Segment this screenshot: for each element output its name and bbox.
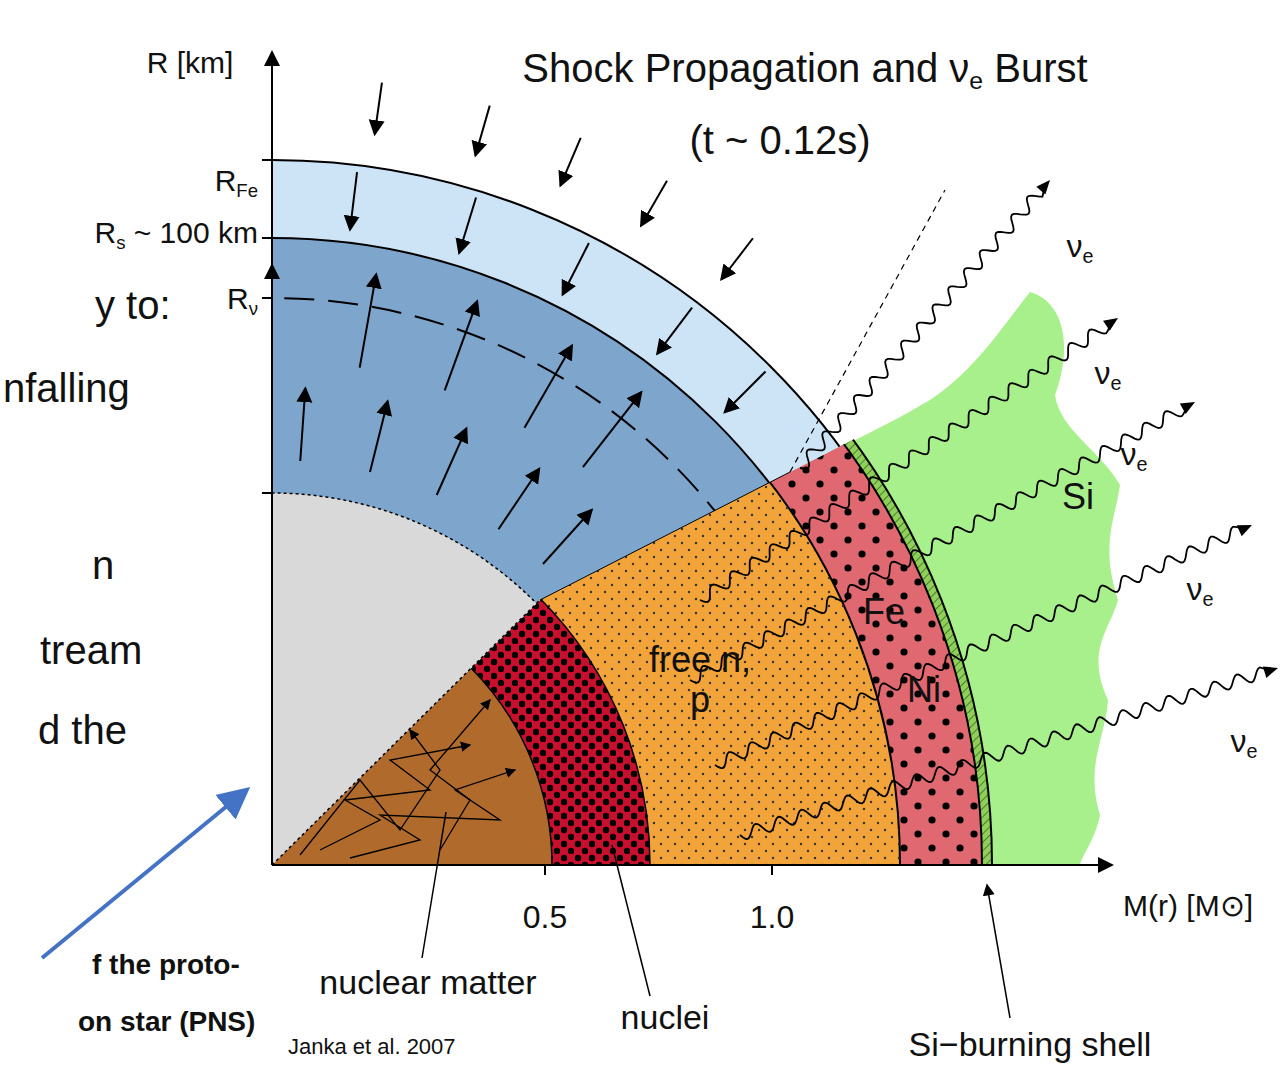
label: n <box>92 543 114 587</box>
label: on star (PNS) <box>78 1007 255 1038</box>
neutrino-wave <box>690 406 1188 683</box>
label: R [km] <box>147 46 234 79</box>
flow-arrow <box>437 428 467 495</box>
label: Rs ~ 100 km <box>94 216 258 249</box>
label: νe <box>1186 572 1213 607</box>
dashed-line <box>790 190 945 472</box>
label: nuclear matter <box>319 964 536 1001</box>
lower-sector <box>0 145 992 1074</box>
flow-arrow <box>725 371 766 412</box>
label: nuclei <box>621 999 710 1036</box>
flow-arrow <box>641 181 667 226</box>
label: Si−burning shell <box>909 1026 1152 1063</box>
neutrino-wave <box>715 527 1245 768</box>
flow-arrow <box>459 197 476 252</box>
label: Si <box>1062 477 1094 517</box>
label: tream <box>40 628 142 672</box>
flow-arrow <box>370 401 388 472</box>
label: 1.0 <box>750 900 794 935</box>
label: y to: <box>95 283 171 327</box>
flow-arrow <box>543 510 592 564</box>
arrowhead <box>1103 318 1118 331</box>
flow-arrow <box>300 388 305 461</box>
arrowhead <box>1180 402 1195 414</box>
flow-arrow <box>350 172 357 230</box>
boundary-line <box>540 472 790 600</box>
label: RFe <box>215 164 258 197</box>
label: f the proto- <box>92 950 240 981</box>
label: νe <box>1094 356 1121 391</box>
neutrino-wave <box>700 323 1111 603</box>
flow-arrow <box>525 345 573 427</box>
flow-arrow <box>475 106 489 156</box>
diagram-title: Shock Propagation and νe Burst <box>522 46 1087 90</box>
label: nfalling <box>3 366 130 410</box>
label: Fe <box>863 592 905 632</box>
label: Rν <box>227 282 258 315</box>
flow-arrow <box>375 83 382 134</box>
arrowhead <box>1237 525 1252 536</box>
flow-arrow <box>657 308 692 354</box>
flow-arrow <box>583 392 641 467</box>
thermal-motion <box>300 700 515 858</box>
label: (t ~ 0.12s) <box>689 118 870 162</box>
label: Ni <box>907 670 941 710</box>
arrowhead <box>1036 180 1050 195</box>
label: M(r) [M⊙] <box>1123 889 1253 922</box>
flow-arrow <box>721 238 753 279</box>
pointer-arrow <box>42 792 244 958</box>
label: νe <box>1120 437 1147 472</box>
flow-arrow <box>560 138 580 186</box>
flow-arrow <box>271 265 273 360</box>
label: νe <box>1066 229 1093 264</box>
upper-sector <box>0 160 977 1074</box>
flow-arrow <box>445 301 477 390</box>
flow-arrow <box>498 469 539 530</box>
label: νe <box>1230 724 1257 759</box>
label: d the <box>38 708 127 752</box>
label: free n, p <box>635 640 765 719</box>
label: Janka et al. 2007 <box>288 1035 456 1059</box>
flow-arrow <box>563 243 589 295</box>
neutrino-wave <box>800 186 1045 469</box>
neutrino-wave <box>740 667 1270 839</box>
flow-arrow <box>360 274 376 368</box>
axes <box>262 52 1112 875</box>
arrowhead <box>1263 666 1278 677</box>
boundary-line <box>272 600 540 865</box>
label: 0.5 <box>523 900 567 935</box>
generated-strokes <box>272 83 1278 839</box>
